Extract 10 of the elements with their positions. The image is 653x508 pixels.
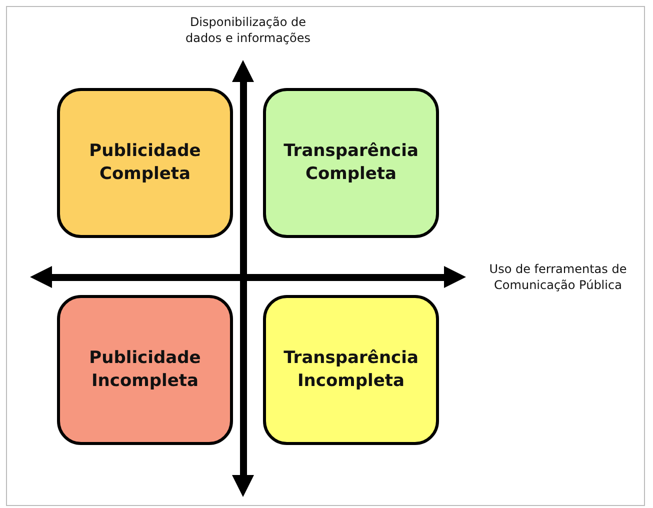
quadrant-label: Transparência Incompleta — [282, 347, 420, 393]
quadrant-box — [263, 88, 439, 238]
horizontal-axis-label: Uso de ferramentas de Comunicação Pública — [488, 261, 628, 293]
quadrant-label: Publicidade Incompleta — [88, 347, 202, 393]
vertical-axis-label: Disponibilização de dados e informações — [184, 14, 312, 46]
quadrant-box — [57, 88, 233, 238]
quadrant-box — [57, 295, 233, 445]
quadrant-label: Transparência Completa — [282, 140, 420, 186]
quadrant-label: Publicidade Completa — [88, 140, 202, 186]
quadrant-box — [263, 295, 439, 445]
